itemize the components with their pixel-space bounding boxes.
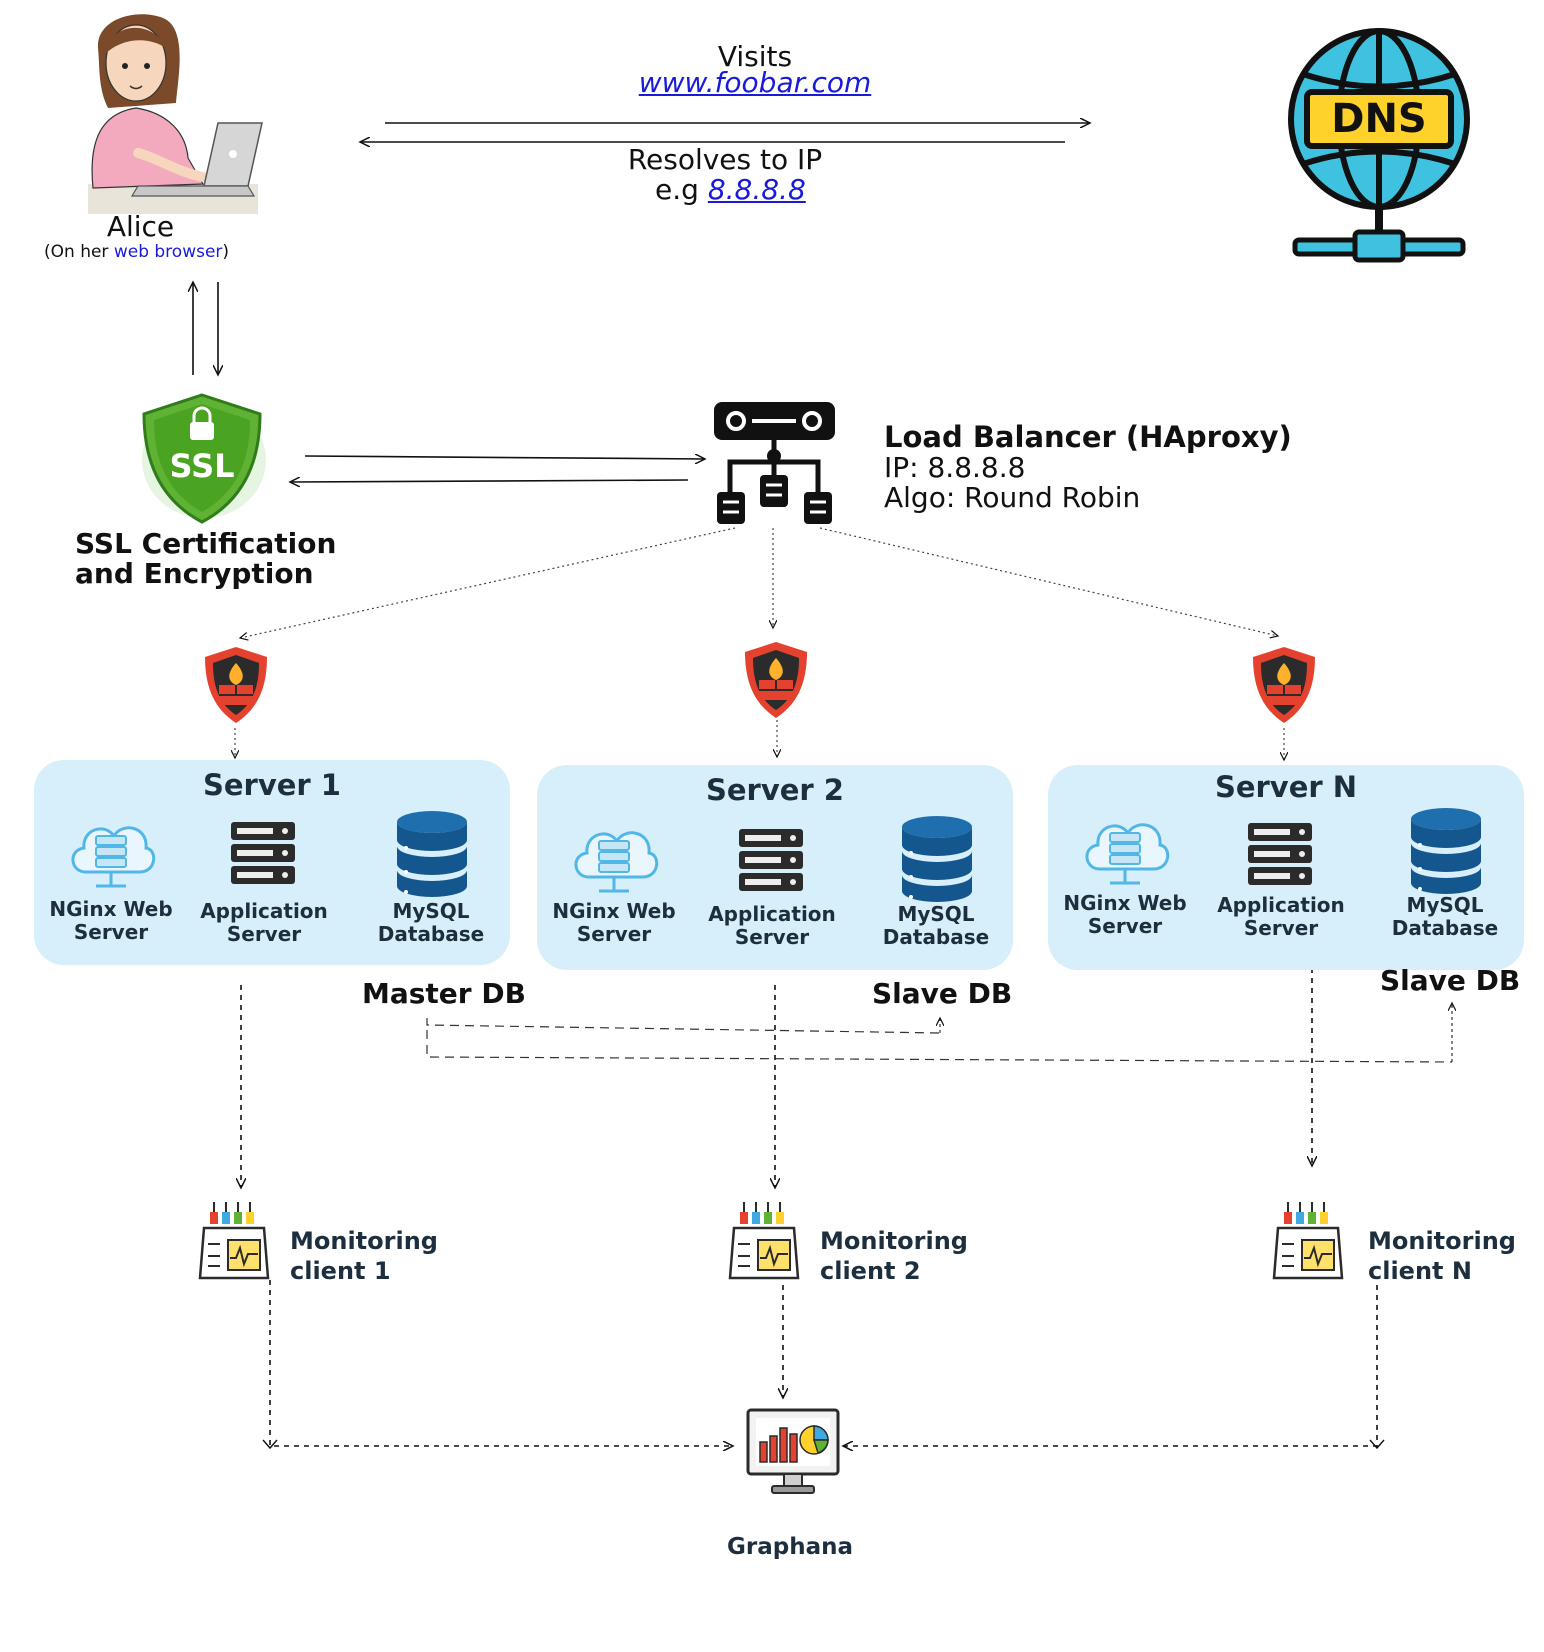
dashboard-monitor-icon (746, 1408, 840, 1496)
lb-title: Load Balancer (HAproxy) (884, 420, 1292, 454)
monitoring-line1: Monitoring (1368, 1227, 1516, 1255)
firewall-icon (1249, 645, 1319, 725)
server-title: Server 2 (705, 773, 844, 807)
resolves-label: Resolves to IP (627, 143, 823, 176)
domain-link[interactable]: www.foobar.com (638, 66, 872, 99)
component-line2: Database (377, 922, 485, 946)
cloud-server-icon (66, 812, 156, 894)
monitoring-device-icon (1270, 1200, 1346, 1280)
user-name: Alice (106, 210, 175, 243)
monitoring-line1: Monitoring (820, 1227, 968, 1255)
server-rack-icon (229, 820, 299, 886)
component-line1: NGinx Web (552, 899, 676, 923)
component-line1: Application (1217, 893, 1345, 917)
dns-icon-text: DNS (1331, 96, 1427, 142)
slave-db-label: Slave DB (1380, 964, 1521, 997)
monitoring-device-icon (726, 1200, 802, 1280)
lb-ip: IP: 8.8.8.8 (884, 451, 1026, 484)
database-icon (394, 810, 470, 898)
component-line1: MySQL (897, 902, 975, 926)
server-title: Server N (1214, 770, 1358, 804)
arrow-from-lb (290, 480, 689, 482)
monitoring-line2: client 1 (290, 1257, 391, 1285)
component-line2: Server (1243, 916, 1319, 940)
cloud-server-icon (1080, 809, 1170, 891)
cloud-server-icon (569, 817, 659, 899)
user-note-prefix: (On her (44, 242, 114, 262)
ip-link[interactable]: 8.8.8.8 (707, 173, 806, 206)
component-line1: Application (200, 899, 328, 923)
database-icon (899, 815, 975, 903)
graphana-label: Graphana (727, 1534, 853, 1560)
component-line2: Server (73, 920, 149, 944)
eg-label: e.g (655, 173, 699, 206)
monitoring-device-icon (196, 1200, 272, 1280)
server-rack-icon (737, 827, 807, 893)
load-balancer-icon (712, 400, 837, 525)
ssl-shield-icon: SSL (132, 392, 272, 527)
component-line1: MySQL (392, 899, 470, 923)
component-line2: Server (226, 922, 302, 946)
component-line2: Server (1087, 914, 1163, 938)
visits-label: Visits (717, 40, 793, 73)
ip-example: e.g 8.8.8.8 (655, 173, 806, 206)
firewall-icon (201, 645, 271, 725)
server-title: Server 1 (202, 768, 341, 802)
arrow-to-lb (304, 456, 705, 459)
ssl-icon-text: SSL (169, 447, 235, 485)
ssl-title-line2: and Encryption (75, 557, 314, 590)
component-line2: Server (576, 922, 652, 946)
component-line1: Application (708, 902, 836, 926)
server-rack-icon (1246, 821, 1316, 887)
ssl-title-line1: SSL Certification (75, 527, 337, 560)
component-line1: NGinx Web (49, 897, 173, 921)
component-line2: Database (882, 925, 990, 949)
monitoring-line2: client 2 (820, 1257, 921, 1285)
slave-db-label: Slave DB (872, 977, 1013, 1010)
web-browser-link[interactable]: web browser (113, 242, 223, 262)
dns-globe-icon: DNS (1283, 24, 1478, 264)
component-line2: Database (1391, 916, 1499, 940)
lb-algo: Algo: Round Robin (884, 481, 1141, 514)
user-at-laptop-icon (78, 8, 268, 214)
component-line1: NGinx Web (1063, 891, 1187, 915)
database-icon (1408, 807, 1484, 895)
component-line2: Server (734, 925, 810, 949)
user-note-suffix: ) (222, 242, 230, 262)
user-note: (On her web browser) (44, 242, 229, 262)
monitoring-line2: client N (1368, 1257, 1472, 1285)
master-db-label: Master DB (362, 977, 526, 1010)
component-line1: MySQL (1406, 893, 1484, 917)
monitoring-line1: Monitoring (290, 1227, 438, 1255)
firewall-icon (741, 640, 811, 720)
